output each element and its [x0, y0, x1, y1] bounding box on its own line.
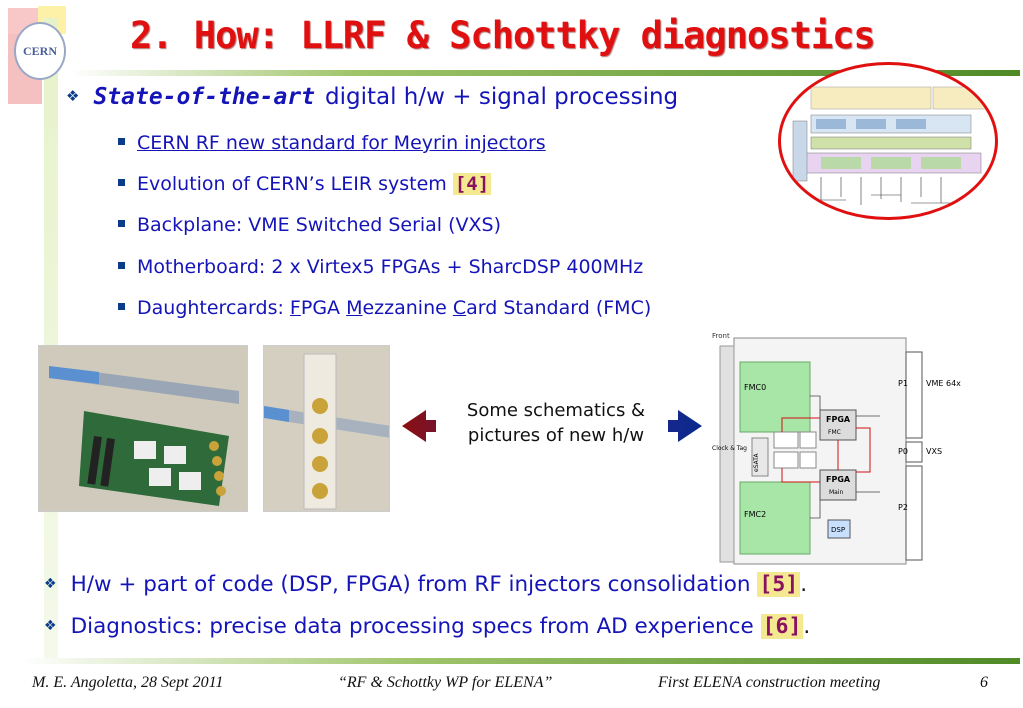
cern-logo-text: CERN	[22, 43, 57, 58]
footer-rule	[20, 658, 1020, 664]
acronym-letter: M	[346, 297, 363, 319]
board-photo	[38, 345, 248, 512]
subbullet-text: Daughtercards:	[137, 297, 290, 319]
schematic-graphic: Front FMC0 FMC2 FPGA FMC FPGA Main DSP e…	[712, 332, 961, 565]
bullet-text: H/w + part of code (DSP, FPGA) from RF i…	[70, 572, 758, 597]
footer-author: M. E. Angoletta, 28 Sept 2011	[32, 674, 224, 691]
reference-badge: [4]	[452, 173, 492, 195]
subbullet-motherboard: Motherboard: 2 x Virtex5 FPGAs + SharcDS…	[118, 256, 643, 278]
footer-meeting: First ELENA construction meeting	[658, 674, 881, 691]
schematic-p1-label: P1	[898, 379, 908, 388]
callout-line-1: Some schematics &	[466, 400, 646, 421]
motherboard-schematic: Front FMC0 FMC2 FPGA FMC FPGA Main DSP e…	[712, 332, 1012, 566]
diamond-bullet-icon: ❖	[66, 87, 80, 105]
schematic-main-label: Main	[829, 489, 844, 496]
subbullet-text: Backplane: VME Switched Serial (VXS)	[137, 214, 502, 236]
slide-title: 2. How: LLRF & Schottky diagnostics	[130, 14, 876, 57]
schematic-p2-label: P2	[898, 503, 908, 512]
cern-logo: CERN	[14, 22, 66, 80]
schematic-fpga-top-label: FPGA	[826, 415, 851, 424]
title-underline	[70, 70, 1020, 76]
schematic-clock-label: Clock & Tag	[712, 445, 747, 452]
acronym-letter: F	[289, 297, 301, 319]
subbullet-text-part: ard Standard (FMC)	[466, 297, 652, 319]
double-arrow-icon	[402, 398, 702, 454]
square-bullet-icon	[118, 262, 125, 269]
callout-line-2: pictures of new h/w	[467, 425, 645, 446]
board-photo-graphic	[39, 346, 247, 511]
schematic-vxs-label: VXS	[926, 447, 942, 456]
bullet-state-of-the-art: ❖ State-of-the-art digital h/w + signal pr…	[66, 84, 678, 110]
schematic-fpga-bottom-label: FPGA	[826, 475, 851, 484]
footer-page-number: 6	[980, 674, 988, 691]
schematic-fmc0-label: FMC0	[744, 383, 766, 392]
schematic-vme-label: VME 64x	[926, 379, 961, 388]
subbullet-cern-rf: CERN RF new standard for Meyrin injector…	[118, 132, 546, 154]
fmc-card-graphic	[264, 346, 389, 511]
bullet-period: .	[800, 572, 808, 597]
block-diagram-graphic	[792, 86, 989, 205]
bullet-diagnostics: ❖ Diagnostics: precise data processing sp…	[44, 614, 810, 639]
bullet-text: digital h/w + signal processing	[325, 84, 679, 110]
footer-talk-title: “RF & Schottky WP for ELENA”	[338, 674, 553, 691]
subbullet-leir: Evolution of CERN’s LEIR system [4]	[118, 173, 492, 195]
subbullet-text-part: PGA	[300, 297, 347, 319]
square-bullet-icon	[118, 303, 125, 310]
subbullet-daughtercards: Daughtercards: FPGA Mezzanine Card Stand…	[118, 297, 651, 319]
reference-badge: [5]	[757, 572, 801, 597]
schematic-fmc-label: FMC	[828, 429, 841, 436]
square-bullet-icon	[118, 179, 125, 186]
subbullet-text: Evolution of CERN’s LEIR system	[137, 173, 447, 195]
block-diagram-thumbnail	[778, 62, 998, 220]
bullet-text: Diagnostics: precise data processing spe…	[70, 614, 761, 639]
bullet-emphasis: State-of-the-art	[93, 84, 316, 110]
schematic-fmc2-label: FMC2	[744, 510, 766, 519]
reference-badge: [6]	[760, 614, 804, 639]
diamond-bullet-icon: ❖	[44, 576, 57, 592]
schematic-esata-label: eSATA	[753, 453, 760, 472]
acronym-letter: C	[452, 297, 467, 319]
fmc-card-photo	[263, 345, 390, 512]
left-green-bar	[44, 18, 58, 658]
subbullet-text: Motherboard: 2 x Virtex5 FPGAs + SharcDS…	[137, 256, 644, 278]
schematic-front-label: Front	[712, 332, 730, 340]
bullet-hw-code: ❖ H/w + part of code (DSP, FPGA) from RF …	[44, 572, 807, 597]
callout-text: Some schematics & pictures of new h/w	[438, 398, 674, 448]
square-bullet-icon	[118, 138, 125, 145]
bullet-period: .	[803, 614, 811, 639]
square-bullet-icon	[118, 220, 125, 227]
subbullet-backplane: Backplane: VME Switched Serial (VXS)	[118, 214, 501, 236]
subbullet-text: CERN RF new standard for Meyrin injector…	[137, 132, 546, 154]
schematic-p0-label: P0	[898, 447, 908, 456]
subbullet-text-part: ezzanine	[362, 297, 453, 319]
schematic-dsp-label: DSP	[831, 526, 845, 534]
diamond-bullet-icon: ❖	[44, 618, 57, 634]
